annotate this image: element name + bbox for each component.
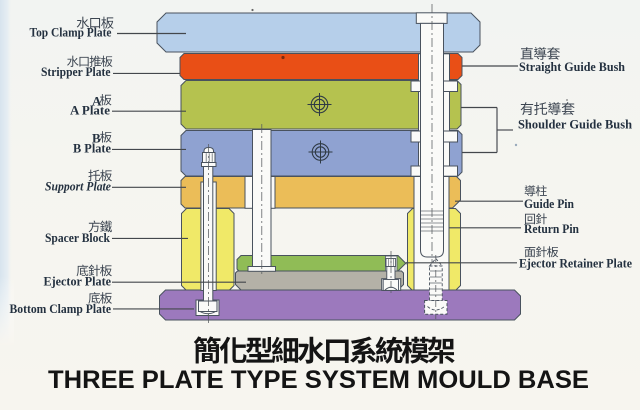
svg-text:Stripper Plate: Stripper Plate (41, 64, 111, 79)
svg-text:Bottom Clamp Plate: Bottom Clamp Plate (10, 301, 112, 316)
svg-text:Return Pin: Return Pin (524, 221, 580, 236)
svg-text:Ejector Plate: Ejector Plate (44, 274, 112, 289)
svg-text:Straight Guide Bush: Straight Guide Bush (519, 59, 626, 74)
svg-text:Spacer Block: Spacer Block (45, 230, 111, 245)
svg-text:B Plate: B Plate (73, 140, 111, 155)
svg-text:Support Plate: Support Plate (45, 179, 111, 194)
svg-text:A: A (92, 93, 102, 108)
svg-text:B: B (92, 131, 101, 146)
svg-text:THREE PLATE TYPE SYSTEM MOULD: THREE PLATE TYPE SYSTEM MOULD BASE (48, 367, 589, 394)
svg-text:Guide Pin: Guide Pin (524, 196, 575, 211)
svg-text:A Plate: A Plate (70, 103, 110, 118)
svg-text:Ejector Retainer Plate: Ejector Retainer Plate (519, 256, 632, 271)
svg-text:Shoulder Guide Bush: Shoulder Guide Bush (518, 117, 633, 132)
svg-text:Top Clamp Plate: Top Clamp Plate (30, 25, 112, 40)
